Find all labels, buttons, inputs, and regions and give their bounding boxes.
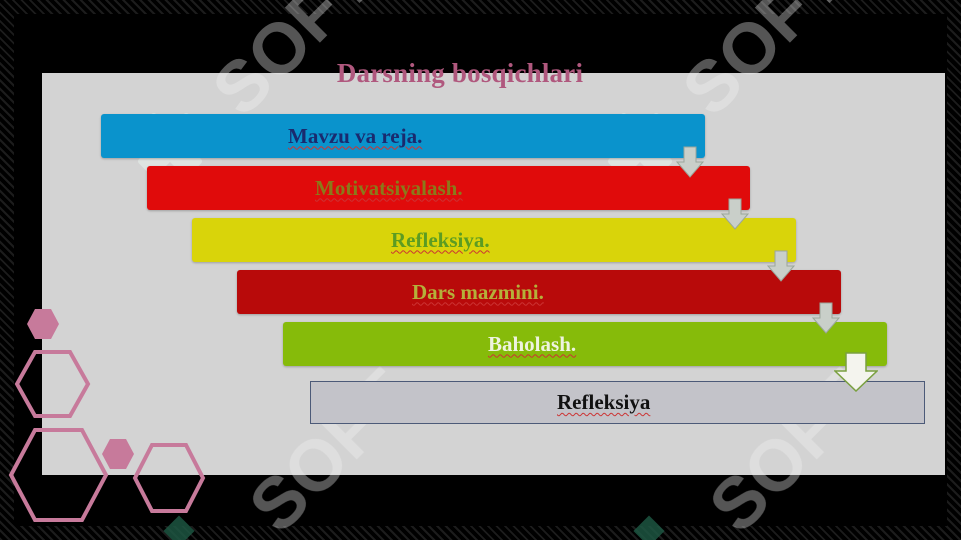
step-3: Refleksiya. — [192, 218, 796, 262]
step-3-label: Refleksiya. — [391, 227, 490, 252]
arrow-down-icon — [812, 302, 840, 334]
step-6-label: Refleksiya — [557, 390, 651, 414]
step-6: Refleksiya — [310, 381, 925, 424]
step-4: Dars mazmini. — [237, 270, 841, 314]
step-5-label: Baholash. — [488, 331, 577, 356]
step-1: Mavzu va reja. — [101, 114, 705, 158]
step-2: Motivatsiyalash. — [147, 166, 750, 210]
arrow-down-icon — [676, 146, 704, 178]
slide-title: Darsning bosqichlari — [336, 58, 584, 88]
step-2-label: Motivatsiyalash. — [315, 175, 463, 200]
step-5: Baholash. — [283, 322, 887, 366]
step-4-label: Dars mazmini. — [412, 279, 544, 304]
step-1-label: Mavzu va reja. — [288, 123, 423, 148]
arrow-down-icon — [834, 352, 878, 392]
arrow-down-icon — [767, 250, 795, 282]
arrow-down-icon — [721, 198, 749, 230]
